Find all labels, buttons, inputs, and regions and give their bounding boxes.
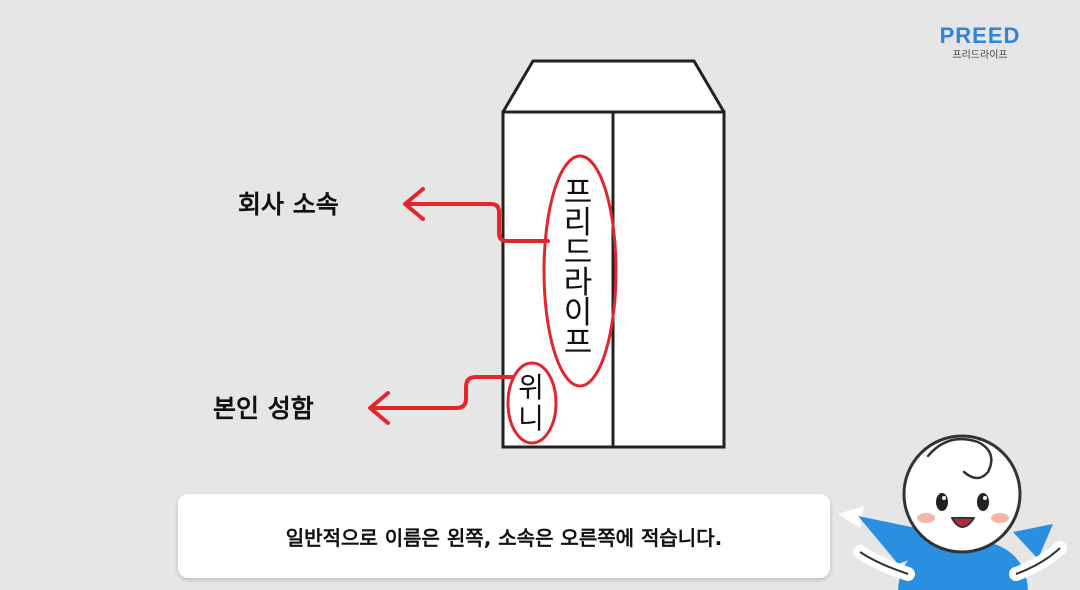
caption-bubble: 일반적으로 이름은 왼쪽, 소속은 오른쪽에 적습니다. [178, 494, 830, 578]
brand-logo-text: PREED [939, 23, 1021, 48]
envelope-flap [501, 59, 726, 114]
name-highlight-ellipse [506, 361, 558, 445]
brand-logo-subtext: 프리드라이프 [952, 50, 1008, 61]
company-highlight-ellipse [542, 154, 618, 388]
envelope-company-text: 프리드라이프 [563, 175, 593, 361]
brand-logo: PREED 프리드라이프 [930, 24, 1030, 62]
envelope-name-text: 위니 [518, 371, 544, 435]
caption-text: 일반적으로 이름은 왼쪽, 소속은 오른쪽에 적습니다. [285, 525, 723, 550]
company-arrow-head [403, 187, 425, 221]
name-arrow-head [368, 391, 390, 425]
company-label: 회사 소속 [238, 190, 339, 219]
mascot-character-icon [838, 434, 1067, 590]
name-label: 본인 성함 [213, 394, 314, 423]
name-arrow-line [371, 375, 514, 410]
company-arrow-line [406, 202, 550, 243]
